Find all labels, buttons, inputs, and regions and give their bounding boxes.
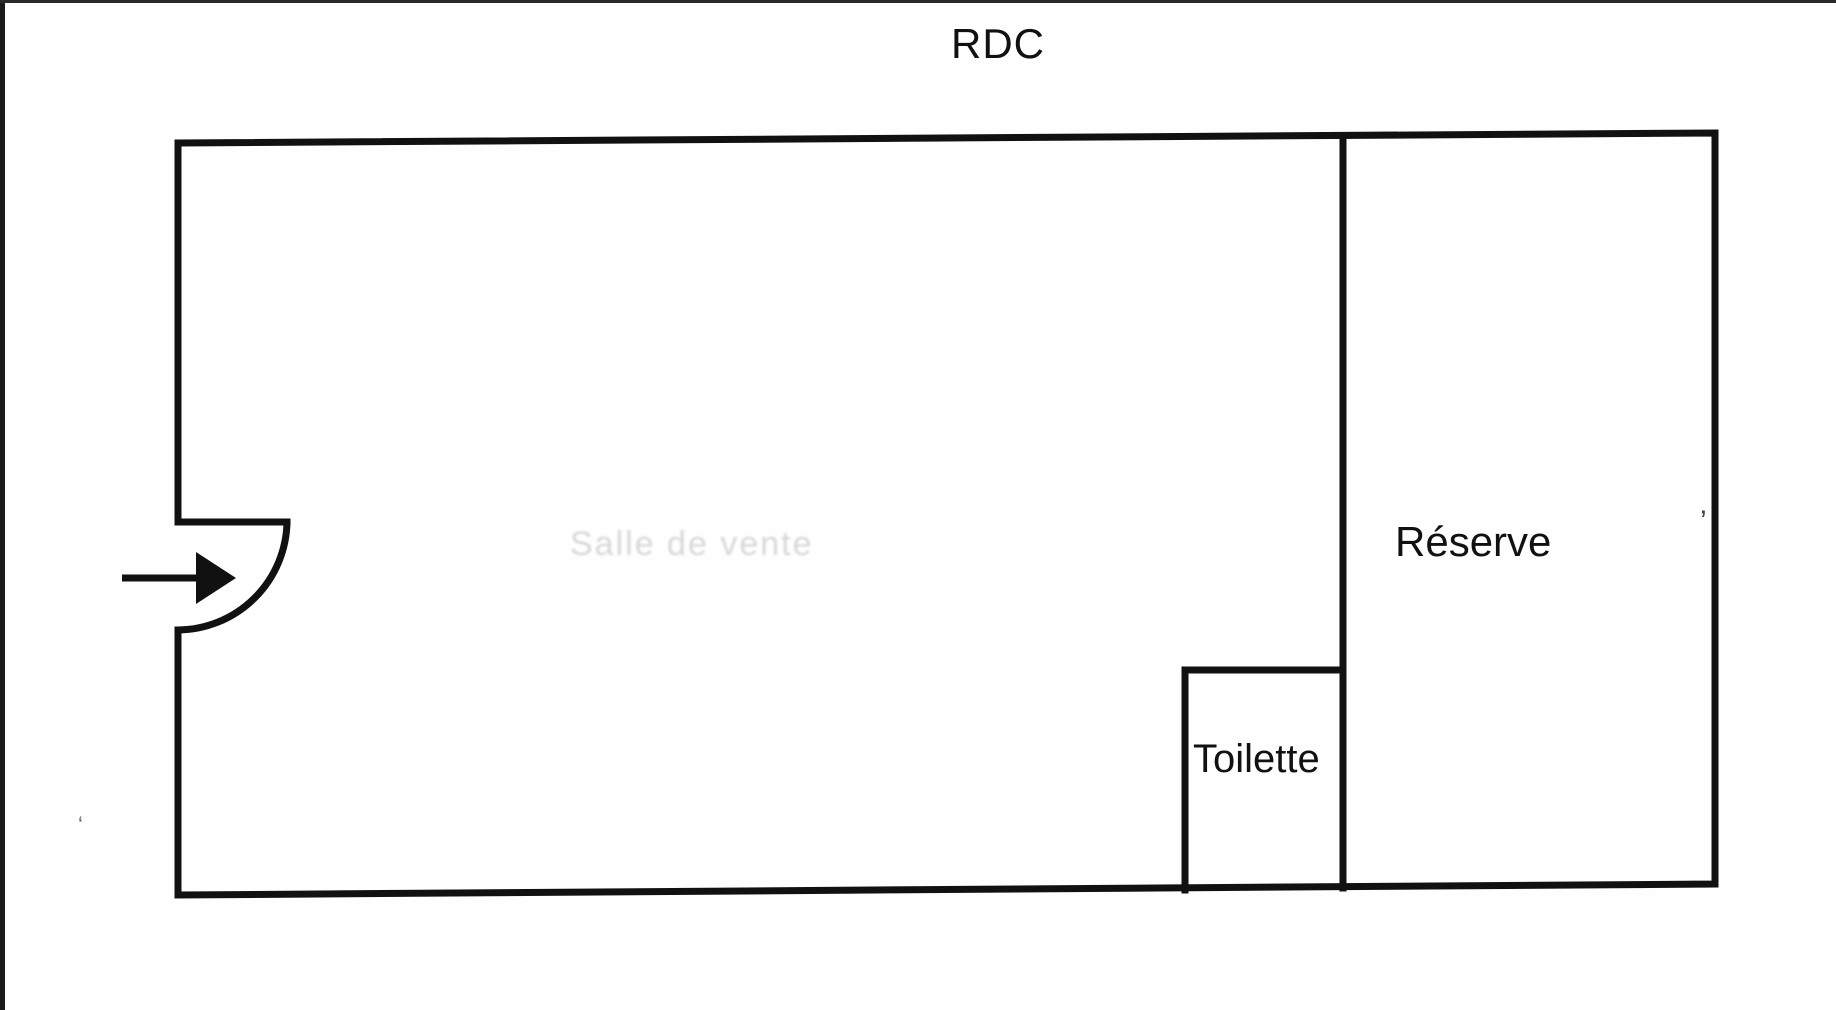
scan-speck-right-icon: ’ bbox=[1700, 505, 1709, 538]
scan-top-edge-band bbox=[0, 0, 1836, 3]
door-swing-arc-icon bbox=[174, 518, 291, 634]
page-title-text: RDC bbox=[951, 20, 1045, 67]
scan-speck-lower-left-icon: ‘ bbox=[78, 812, 85, 837]
main-room-outline bbox=[174, 129, 1719, 899]
main-room-faint-erased-text: Salle de vente bbox=[570, 525, 814, 563]
scan-left-edge-band bbox=[0, 0, 5, 1010]
page-title: RDC bbox=[0, 20, 1836, 68]
entrance-arrow-head bbox=[196, 552, 236, 604]
entrance-arrow-icon bbox=[122, 552, 236, 604]
room-label-reserve: Réserve bbox=[1395, 518, 1551, 565]
toilette-walls bbox=[1181, 666, 1347, 894]
room-label-toilette: Toilette bbox=[1193, 737, 1320, 781]
